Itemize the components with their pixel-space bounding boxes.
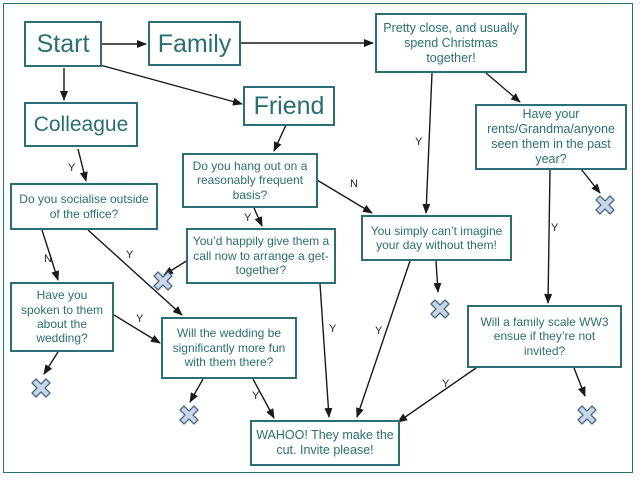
arrow-fun-wahoo bbox=[252, 378, 275, 419]
label-socialise-fun: Y bbox=[126, 249, 134, 261]
arrow-socialise-spoken bbox=[41, 229, 60, 281]
arrow-start-friend bbox=[99, 64, 243, 106]
arrow-fun-x bbox=[189, 378, 204, 403]
label-call-wahoo: Y bbox=[329, 323, 337, 335]
label-ww3-wahoo: Y bbox=[442, 378, 450, 390]
node-colleague: Colleague bbox=[24, 102, 138, 147]
arrow-spoken-fun bbox=[113, 314, 161, 344]
node-start: Start bbox=[24, 21, 102, 67]
arrow-call-wahoo bbox=[319, 283, 333, 418]
x-icon bbox=[31, 378, 51, 398]
x-icon bbox=[153, 271, 173, 291]
arrow-pretty-rents bbox=[485, 72, 521, 103]
label-spoken-fun: Y bbox=[136, 313, 144, 325]
node-rents: Have your rents/Grandma/anyone seen them… bbox=[475, 104, 627, 170]
arrow-socialise-fun bbox=[87, 229, 183, 316]
node-ww3: Will a family scale WW3 ensue if they’re… bbox=[467, 305, 622, 368]
label-hang-call: Y bbox=[244, 212, 252, 224]
node-family: Family bbox=[148, 21, 241, 66]
x-icon bbox=[179, 405, 199, 425]
node-wahoo: WAHOO! They make the cut. Invite please! bbox=[250, 420, 400, 466]
x-icon bbox=[595, 195, 615, 215]
label-imagine-wahoo: Y bbox=[375, 325, 383, 337]
node-happily-call: You’d happily give them a call now to ar… bbox=[186, 228, 336, 284]
label-fun-wahoo: Y bbox=[252, 390, 260, 402]
label-colleague-socialise: Y bbox=[68, 162, 76, 174]
node-imagine: You simply can’t imagine your day withou… bbox=[361, 215, 512, 261]
label-socialise-spoken: N bbox=[44, 253, 52, 265]
node-hang-out: Do you hang out on a reasonably frequent… bbox=[182, 153, 318, 208]
arrow-imagine-x bbox=[433, 260, 442, 293]
arrow-ww3-x bbox=[573, 367, 586, 397]
node-more-fun: Will the wedding be significantly more f… bbox=[161, 317, 297, 379]
x-icon bbox=[577, 405, 597, 425]
label-pretty-imagine: Y bbox=[415, 136, 423, 148]
arrow-rents-x bbox=[580, 168, 601, 194]
diagram-frame bbox=[3, 3, 633, 473]
arrow-hang-call bbox=[253, 207, 263, 227]
label-rents-ww3: Y bbox=[551, 222, 559, 234]
node-friend: Friend bbox=[243, 86, 335, 126]
node-pretty-close: Pretty close, and usually spend Christma… bbox=[375, 13, 527, 73]
arrow-spoken-x bbox=[43, 351, 59, 375]
x-icon bbox=[430, 299, 450, 319]
arrow-pretty-imagine bbox=[422, 72, 433, 214]
arrow-ww3-wahoo bbox=[397, 367, 477, 423]
arrow-hang-imagine bbox=[316, 179, 373, 214]
arrow-imagine-wahoo bbox=[356, 260, 411, 418]
node-socialise: Do you socialise outside of the office? bbox=[10, 183, 158, 230]
arrow-friend-hang bbox=[273, 124, 287, 152]
label-hang-imagine: N bbox=[350, 178, 358, 190]
node-spoken: Have you spoken to them about the weddin… bbox=[10, 282, 114, 352]
arrow-colleague-socialise bbox=[77, 148, 88, 182]
arrow-rents-ww3 bbox=[544, 169, 553, 304]
